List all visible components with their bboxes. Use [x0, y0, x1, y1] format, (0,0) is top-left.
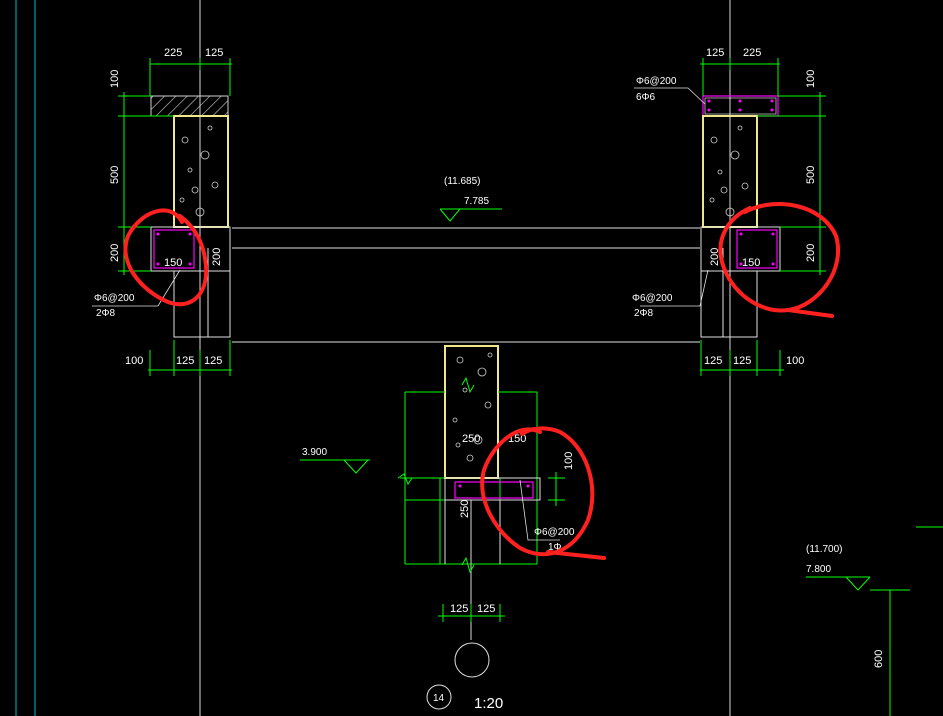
annotation-circle-center [480, 426, 606, 560]
dim-text: 225 [164, 47, 182, 59]
rebar-label: Φ6@200 [534, 527, 575, 538]
annotation-circles [123, 202, 840, 560]
dim-text: 200 [109, 244, 121, 262]
rebar-labels: Φ6@200 2Φ8 Φ6@200 2Φ8 Φ6@200 6Φ6 Φ6@200 … [94, 76, 677, 553]
grid-lines [15, 0, 36, 716]
dim-text: 150 [164, 257, 182, 269]
dim-text: 100 [786, 355, 804, 367]
rebar-label: 2Φ8 [634, 308, 654, 319]
dim-text: 200 [211, 248, 223, 266]
dim-text: 125 [477, 603, 495, 615]
annotation-circle-right [718, 202, 840, 318]
main-beam [232, 227, 700, 343]
rebar-label: Φ6@200 [632, 293, 673, 304]
left-wall-concrete [173, 115, 229, 228]
elevation-text: 7.785 [464, 196, 489, 207]
center-slab [444, 477, 541, 501]
dimension-texts: 225 125 125 225 100 500 200 100 500 200 … [109, 47, 885, 668]
left-hatch-cap [150, 95, 229, 117]
axis-bubble [454, 642, 490, 678]
elevation-markers [300, 208, 871, 591]
dim-text: 100 [109, 70, 121, 88]
break-lines [397, 376, 475, 574]
elevation-text: 7.800 [806, 564, 831, 575]
annotation-circle-left [123, 208, 209, 307]
dim-text: 500 [109, 166, 121, 184]
dim-text: 125 [706, 47, 724, 59]
dim-text: 125 [704, 355, 722, 367]
dim-text: 125 [733, 355, 751, 367]
rebar-label: Φ6@200 [636, 76, 677, 87]
dim-text: 200 [805, 244, 817, 262]
dim-text: 100 [125, 355, 143, 367]
elevation-text: (11.685) [444, 176, 481, 187]
dim-text: 150 [742, 257, 760, 269]
dim-text: 225 [743, 47, 761, 59]
detail-number-circle [426, 684, 452, 710]
right-rebar-stirrup [736, 229, 778, 269]
detail-number: 14 [433, 693, 445, 704]
rebar-label: 6Φ6 [636, 92, 656, 103]
dim-text: 125 [450, 603, 468, 615]
center-rebar [454, 481, 534, 499]
dimension-lines [118, 58, 943, 716]
dim-text: 125 [176, 355, 194, 367]
dim-text: 500 [805, 166, 817, 184]
dim-text: 100 [563, 452, 575, 470]
dim-text: 125 [205, 47, 223, 59]
scale-text: 1:20 [474, 695, 503, 712]
center-column [400, 345, 541, 565]
dim-text: 250 [459, 500, 471, 518]
footer: 14 1:20 [433, 693, 503, 712]
elevation-text: (11.700) [806, 544, 843, 555]
left-rebar-stirrup [153, 229, 195, 269]
dim-text: 100 [805, 70, 817, 88]
rebar-label: 2Φ8 [96, 308, 116, 319]
dim-text: 200 [709, 248, 721, 266]
dim-text: 250 [462, 433, 480, 445]
left-parapet [150, 95, 231, 338]
rebar-label: 1Φ [548, 542, 562, 553]
leader-lines [92, 87, 709, 541]
elevation-texts: (11.685) 7.785 3.900 (11.700) 7.800 [302, 176, 843, 575]
dim-text: 600 [873, 650, 885, 668]
right-rebar-cap [702, 95, 779, 117]
rebar-label: Φ6@200 [94, 293, 135, 304]
dim-text: 125 [204, 355, 222, 367]
elevation-text: 3.900 [302, 447, 327, 458]
right-parapet [700, 95, 781, 338]
